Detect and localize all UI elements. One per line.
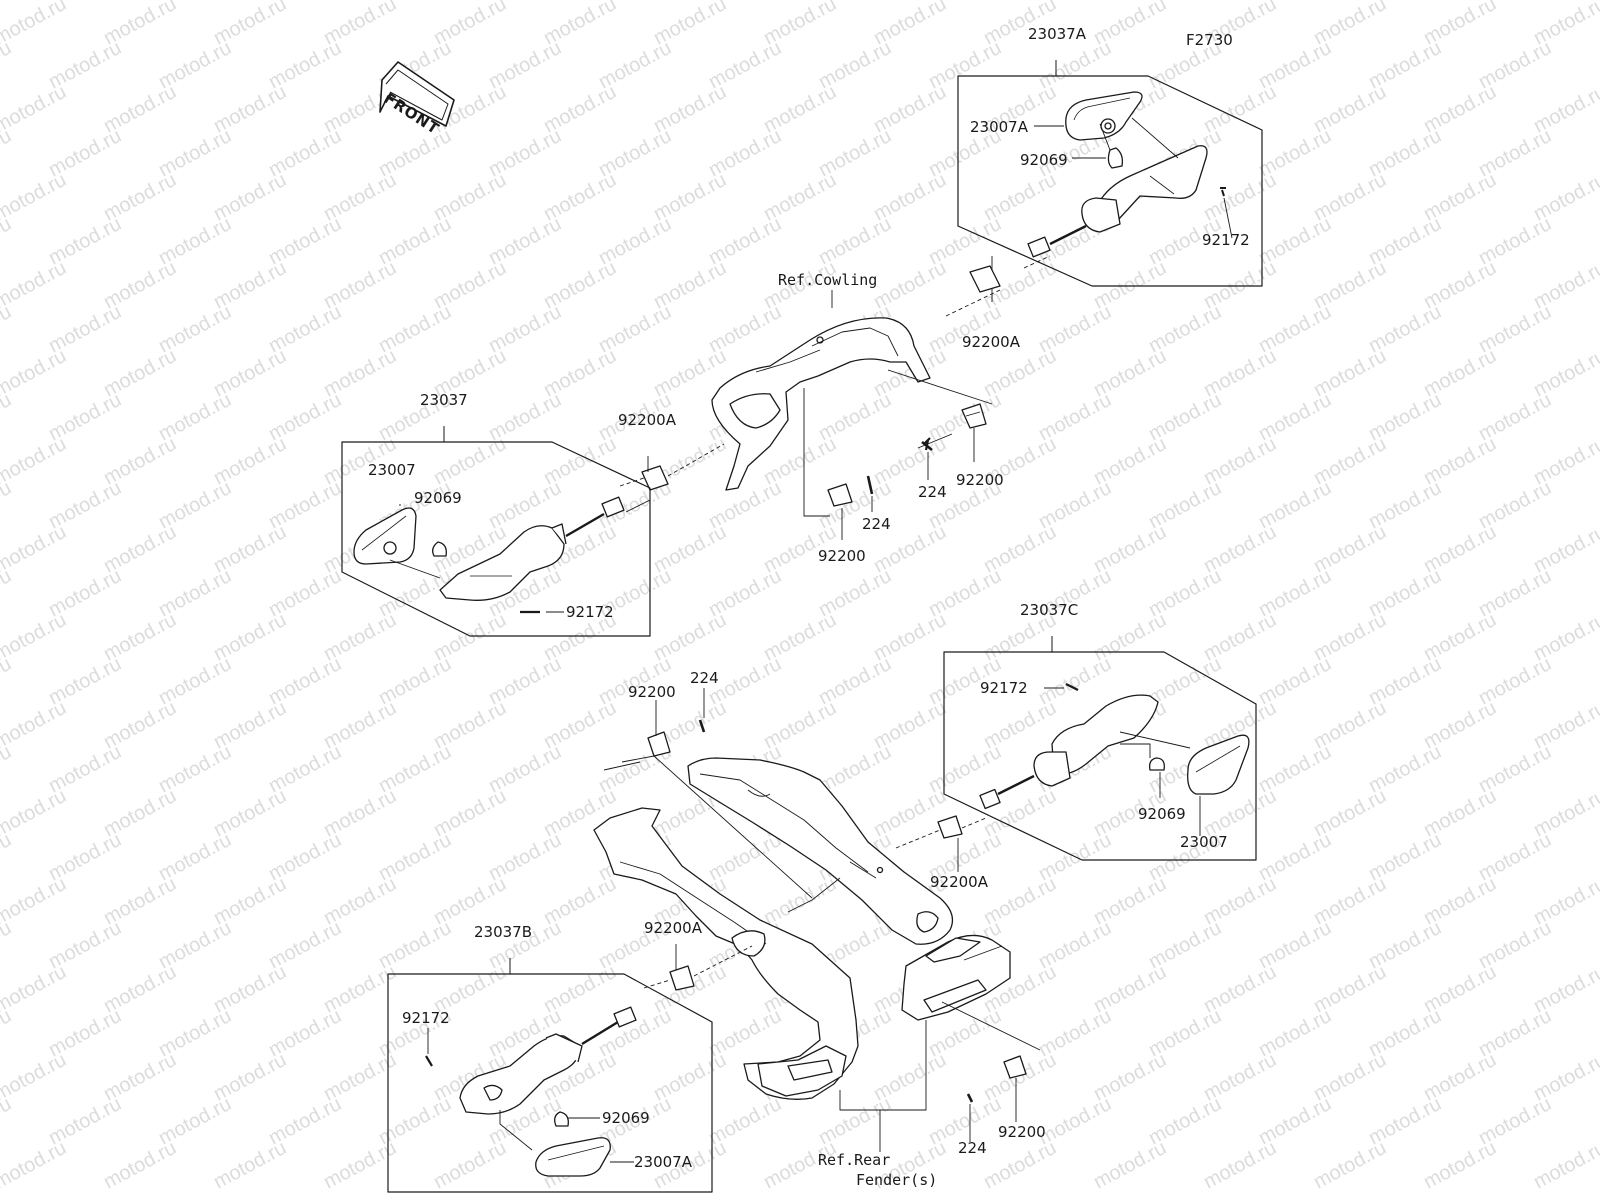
screw-rear-right [1065, 683, 1079, 691]
front-arrow-icon [379, 61, 455, 127]
lens-23007-front-left [353, 507, 417, 565]
label-224-2: 224 [862, 515, 891, 533]
grommet-92200-1 [961, 403, 987, 429]
grommet-92200A-4 [669, 965, 695, 991]
figure-code: F2730 [1186, 31, 1233, 49]
grommet-92200A-1 [969, 265, 1001, 293]
bolt-224-4 [966, 1093, 974, 1103]
label-assy-23037B: 23037B [474, 923, 533, 941]
housing-front-left [439, 496, 625, 601]
group-frame-front-right [957, 75, 1263, 287]
housing-front-right [1027, 145, 1208, 258]
label-assy-23037C: 23037C [1020, 601, 1079, 619]
label-bulb-rear-left: 92069 [602, 1109, 650, 1127]
screw-rear-left [425, 1055, 433, 1067]
grommet-92200A-2 [641, 465, 669, 491]
housing-rear-left [459, 1006, 637, 1115]
label-224-3: 224 [690, 669, 719, 687]
label-92200-2: 92200 [818, 547, 866, 565]
label-92200-3: 92200 [628, 683, 676, 701]
label-bulb-front-left: 92069 [414, 489, 462, 507]
grommet-92200-2 [827, 483, 853, 507]
label-screw-rear-right: 92172 [980, 679, 1028, 697]
label-bulb-front-right: 92069 [1020, 151, 1068, 169]
label-screw-rear-left: 92172 [402, 1009, 450, 1027]
bulb-front-left [432, 541, 447, 557]
cowling-bracket [711, 317, 931, 491]
label-92200A-3: 92200A [930, 873, 988, 891]
label-224-4: 224 [958, 1139, 987, 1157]
bulb-rear-right [1148, 757, 1165, 771]
label-92200A-2: 92200A [618, 411, 676, 429]
group-frame-front-left [341, 441, 651, 637]
label-lens-23007-rear-right: 23007 [1180, 833, 1228, 851]
bolt-224-1 [921, 440, 933, 452]
label-lens-23007-front-left: 23007 [368, 461, 416, 479]
bulb-rear-left [554, 1111, 569, 1127]
bolt-224-2 [866, 475, 874, 495]
lens-23007A-front-right [1065, 91, 1143, 141]
lens-23007-rear-right [1187, 734, 1250, 795]
label-lens-23007A: 23007A [970, 118, 1028, 136]
label-screw-front-right: 92172 [1202, 231, 1250, 249]
grommet-92200-3 [647, 731, 671, 757]
label-ref-rear: Ref.Rear [818, 1151, 891, 1169]
grommet-92200A-3 [937, 815, 963, 839]
label-lens-23007A-rear-left: 23007A [634, 1153, 692, 1171]
label-assy-23037: 23037 [420, 391, 468, 409]
label-224-1: 224 [918, 483, 947, 501]
grommet-92200-4 [1003, 1055, 1027, 1079]
bulb-front-right [1107, 147, 1124, 169]
label-ref-fender: Fender(s) [856, 1171, 938, 1189]
screw-front-right [1220, 187, 1226, 197]
lens-23007A-rear-left [535, 1137, 611, 1177]
label-92200-1: 92200 [956, 471, 1004, 489]
label-92200A-1: 92200A [962, 333, 1020, 351]
group-frame-rear-right [943, 651, 1257, 861]
housing-rear-right [979, 694, 1159, 810]
label-screw-front-left: 92172 [566, 603, 614, 621]
bolt-224-3 [698, 719, 706, 733]
label-bulb-rear-right: 92069 [1138, 805, 1186, 823]
rear-fender-bracket [593, 757, 1011, 1100]
label-ref-cowling: Ref.Cowling [778, 271, 878, 289]
label-92200A-4: 92200A [644, 919, 702, 937]
label-92200-4: 92200 [998, 1123, 1046, 1141]
group-frame-rear-left [387, 973, 713, 1193]
label-assy-23037A: 23037A [1028, 25, 1086, 43]
